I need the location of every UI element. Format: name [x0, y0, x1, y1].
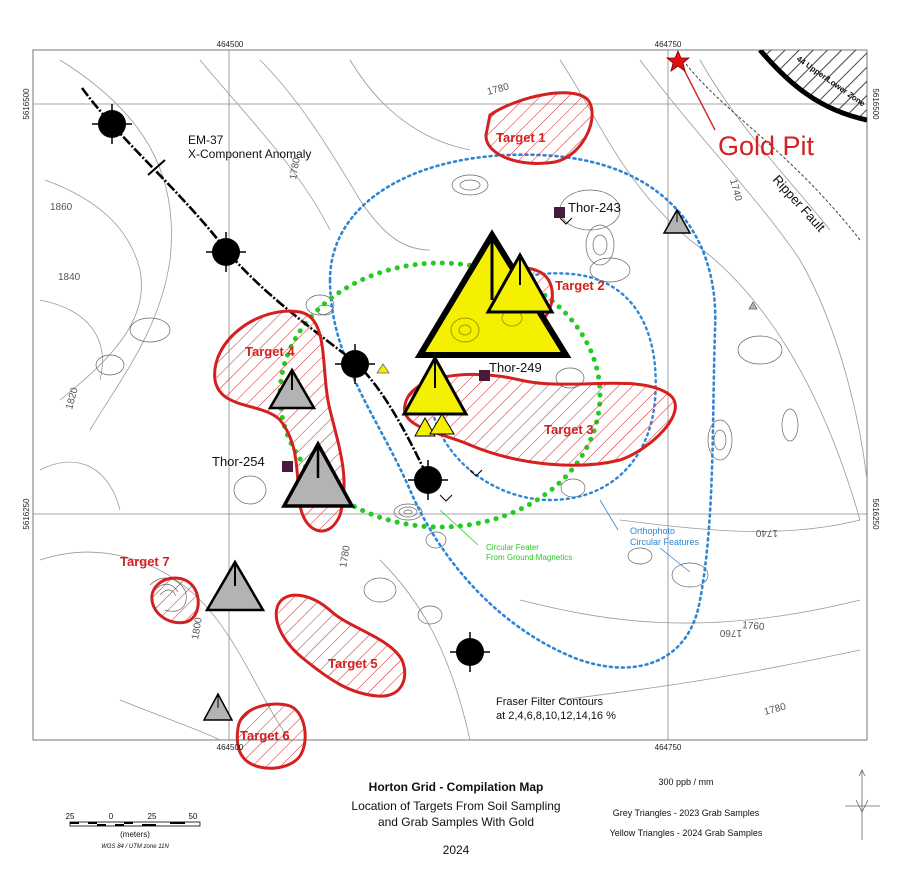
gold-pit-label: Gold Pit	[718, 131, 815, 161]
em-tick	[147, 159, 166, 176]
map-subtitle-1: Location of Targets From Soil Sampling	[351, 799, 560, 813]
target-6-label: Target 6	[240, 728, 290, 743]
svg-text:1840: 1840	[58, 272, 81, 283]
svg-text:1760: 1760	[742, 620, 766, 633]
grab-samples	[202, 208, 758, 721]
legend-grey: Grey Triangles - 2023 Grab Samples	[613, 808, 760, 818]
upper-lower-zone	[760, 50, 867, 120]
legend-yellow: Yellow Triangles - 2024 Grab Samples	[610, 828, 763, 838]
yellow-triangle-tiny	[376, 363, 390, 374]
grid-label-top-1: 464500	[217, 40, 244, 49]
target-1-area	[484, 91, 594, 165]
thor-249-label: Thor-249	[489, 360, 542, 375]
fraser-label-line1: Fraser Filter Contours	[496, 696, 603, 708]
station-symbols	[92, 104, 490, 672]
thor-243-marker	[554, 207, 565, 218]
legend-scale-text: 300 ppb / mm	[658, 777, 713, 787]
em-anomaly-line	[80, 87, 430, 479]
em-label-line1: EM-37	[188, 133, 224, 147]
north-arrow-icon	[845, 769, 880, 840]
target-3-area	[403, 372, 677, 467]
thor-243-label: Thor-243	[568, 200, 621, 215]
grid-label-bottom-1: 464500	[217, 743, 244, 752]
grid-label-left-1: 5616500	[22, 88, 31, 120]
svg-text:25: 25	[66, 812, 75, 821]
map-title: Horton Grid - Compilation Map	[369, 780, 544, 794]
station-symbol	[92, 104, 132, 144]
svg-text:50: 50	[189, 812, 198, 821]
map-year: 2024	[443, 843, 470, 857]
grid-label-top-2: 464750	[655, 40, 682, 49]
target-5-area	[274, 593, 407, 698]
gold-pit-star-icon	[665, 49, 691, 72]
grid-label-right-2: 5616250	[871, 498, 880, 530]
em-label-line2: X-Component Anomaly	[188, 147, 311, 161]
drill-holes	[282, 207, 565, 472]
thor-254-label: Thor-254	[212, 454, 265, 469]
em-arrows	[439, 217, 573, 502]
ortho-label-line2: Circular Features	[630, 537, 700, 547]
map-subtitle-2: and Grab Samples With Gold	[378, 815, 534, 829]
scale-crs: WGS 84 / UTM zone 11N	[101, 844, 169, 850]
svg-text:25: 25	[148, 812, 157, 821]
grid-label-left-2: 5616250	[22, 498, 31, 530]
grid-label-bottom-2: 464750	[655, 743, 682, 752]
target-7-area	[150, 576, 200, 625]
target-3-label: Target 3	[544, 422, 594, 437]
ripper-fault	[682, 59, 861, 241]
scale-bar: 25 0 25 50 (meters) WGS 84 / UTM zone 11…	[66, 812, 201, 850]
svg-text:1780: 1780	[288, 156, 303, 180]
svg-text:1800: 1800	[190, 616, 205, 640]
grid-label-right-1: 5616500	[871, 88, 880, 120]
fraser-label-line2: at 2,4,6,8,10,12,14,16 %	[496, 710, 616, 722]
target-6-area	[235, 702, 307, 770]
station-symbol	[408, 460, 448, 500]
svg-text:1780: 1780	[338, 544, 353, 568]
station-symbol	[450, 632, 490, 672]
station-symbol	[206, 232, 246, 272]
svg-text:1740: 1740	[755, 527, 778, 538]
thor-254-marker	[282, 461, 293, 472]
mag-label-line1: Circular Feater	[486, 543, 539, 552]
orthophoto-circular-feature	[328, 153, 717, 669]
target-5-label: Target 5	[328, 656, 378, 671]
gold-pit-leader	[679, 61, 716, 131]
target-2-label: Target 2	[555, 278, 605, 293]
yellow-triangle-small-2	[429, 413, 455, 435]
scale-unit: (meters)	[120, 830, 150, 839]
grey-triangle-tiny	[748, 301, 758, 310]
ortho-label-line1: Orthophoto	[630, 526, 675, 536]
yellow-triangle-small-1	[414, 416, 436, 437]
svg-text:0: 0	[109, 812, 114, 821]
target-1-label: Target 1	[496, 130, 546, 145]
thor-249-marker	[479, 370, 490, 381]
station-symbol	[335, 344, 375, 384]
target-7-label: Target 7	[120, 554, 170, 569]
svg-text:1760: 1760	[719, 627, 742, 638]
svg-text:1860: 1860	[50, 202, 73, 213]
target-4-label: Target 4	[245, 344, 295, 359]
topo-contours	[39, 59, 867, 740]
mag-label-line2: From Ground Magnetics	[486, 553, 572, 562]
